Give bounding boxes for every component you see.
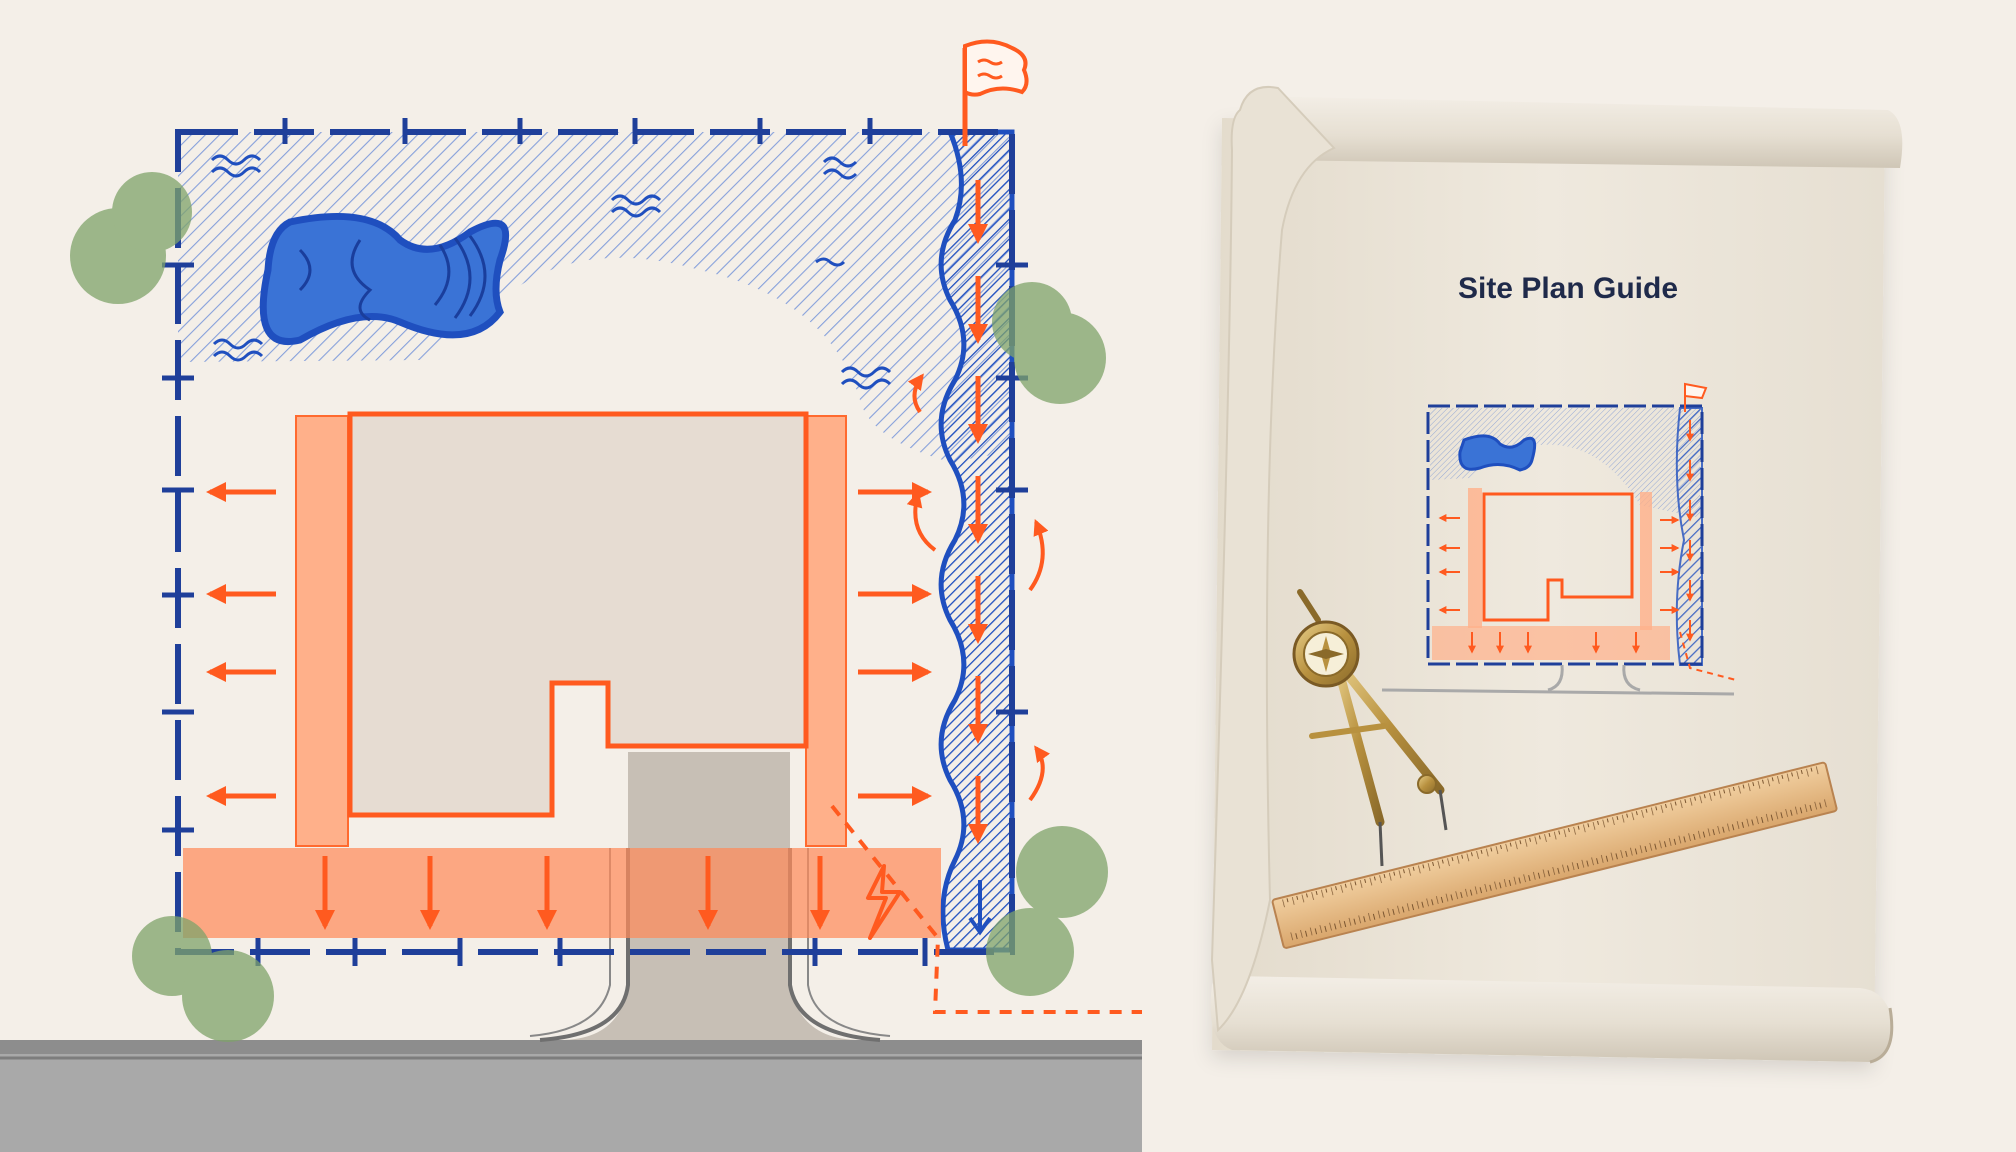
- ruler-icon: [1271, 761, 1838, 949]
- flood-zone: [178, 132, 1010, 462]
- lot-boundary: [175, 129, 1015, 955]
- mini-site-plan: [1381, 382, 1737, 696]
- flag-icon: [962, 39, 1029, 146]
- setback-right: [805, 415, 847, 847]
- site-plan-guide-scroll: Site Plan Guide: [1210, 86, 1903, 1064]
- trees: [70, 172, 1108, 1042]
- setback-left: [295, 415, 349, 847]
- pool-icon: [259, 212, 510, 345]
- main-site-plan: [0, 39, 1142, 1152]
- curved-arrows: [906, 373, 1050, 802]
- house-footprint: [347, 411, 809, 818]
- setback-front: [183, 848, 941, 938]
- drafting-compass-icon: [1292, 589, 1448, 867]
- waves-icon: [210, 154, 892, 390]
- scroll-curl: [1210, 86, 1336, 1033]
- utility-line: [830, 804, 1142, 1014]
- lightning-icon: [866, 864, 902, 940]
- document-title: Site Plan Guide: [1458, 272, 1678, 305]
